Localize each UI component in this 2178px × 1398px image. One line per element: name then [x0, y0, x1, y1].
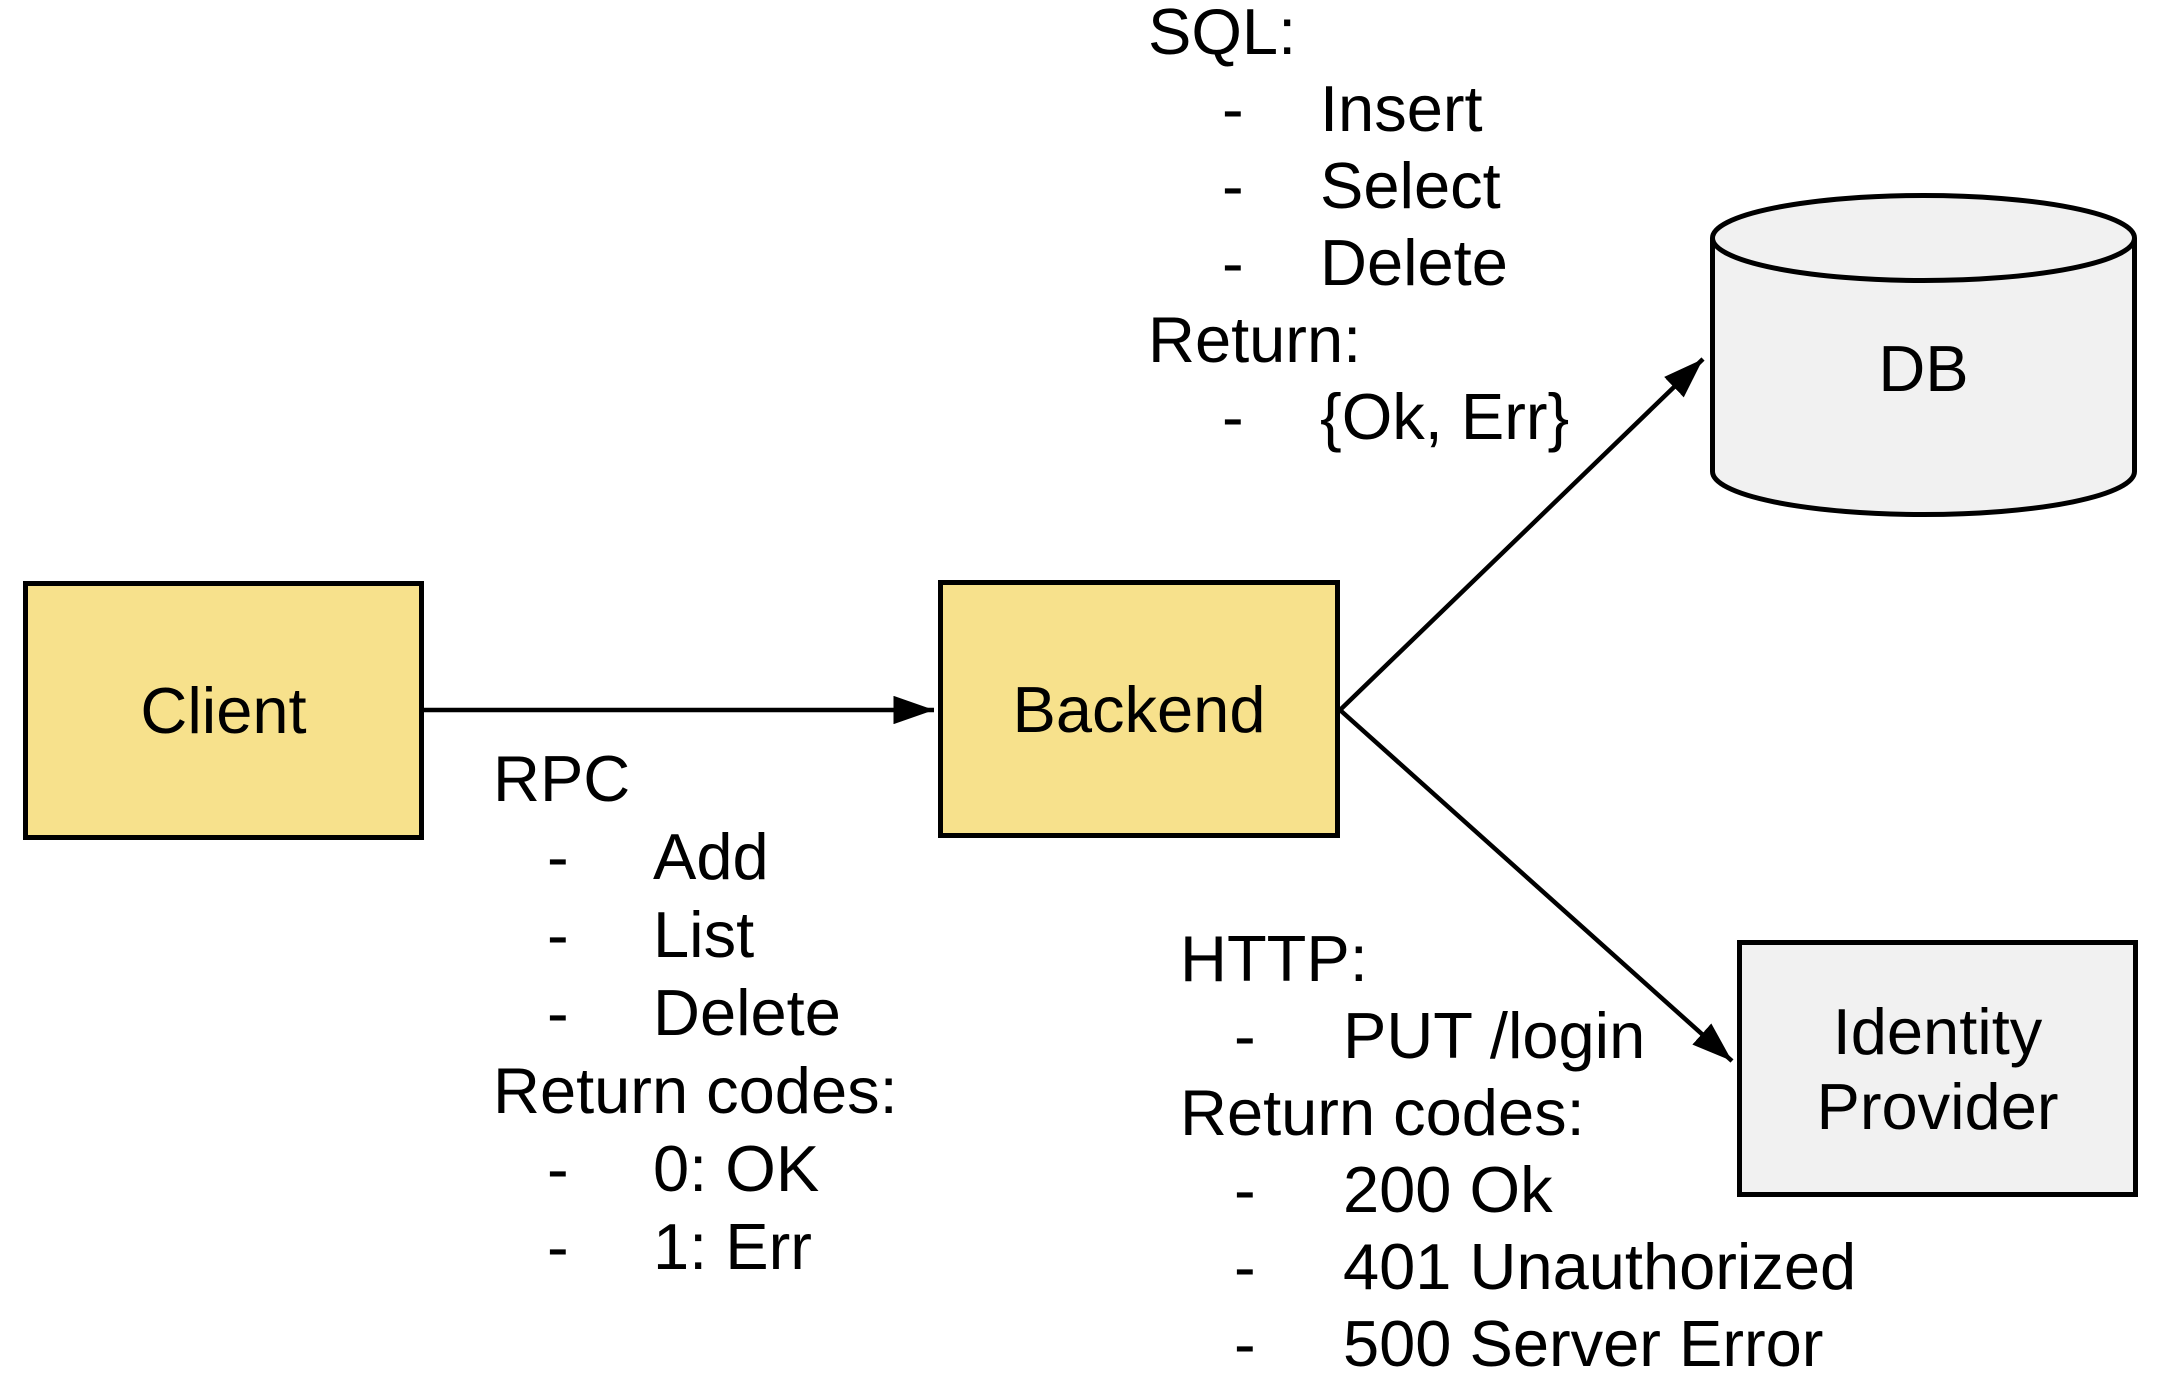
node-client: Client — [23, 581, 424, 840]
annotation-rpc: RPC - Add - List - Delete Return codes: … — [493, 740, 898, 1286]
bullet-dash: - — [1222, 226, 1244, 299]
bullet-dash: - — [1234, 1230, 1256, 1303]
rpc-item: - List — [493, 896, 898, 974]
rpc-return-item-text: 0: OK — [653, 1132, 820, 1205]
bullet-dash: - — [1234, 999, 1256, 1072]
sql-title: SQL: — [1148, 0, 1297, 68]
bullet-dash: - — [1222, 149, 1244, 222]
node-identity-provider: Identity Provider — [1737, 940, 2138, 1197]
bullet-dash: - — [547, 820, 569, 893]
http-return-item-text: 200 Ok — [1343, 1153, 1553, 1226]
bullet-dash: - — [547, 1132, 569, 1205]
rpc-return-item-text: 1: Err — [653, 1210, 812, 1283]
arrow-backend-to-db — [1338, 357, 1705, 712]
http-return-item: - 200 Ok — [1180, 1151, 1856, 1228]
rpc-return-item: - 1: Err — [493, 1208, 898, 1286]
rpc-item-text: Delete — [653, 976, 841, 1049]
node-client-label: Client — [140, 674, 307, 747]
annotation-http: HTTP: - PUT /login Return codes: - 200 O… — [1180, 920, 1856, 1382]
node-backend: Backend — [938, 580, 1340, 838]
sql-item: - Select — [1148, 147, 1569, 224]
http-return-item-text: 401 Unauthorized — [1343, 1230, 1857, 1303]
idp-label-line2: Provider — [1816, 1069, 2059, 1143]
bullet-dash: - — [1222, 380, 1244, 453]
annotation-sql: SQL: - Insert - Select - Delete Return: … — [1148, 0, 1569, 455]
arrow-backend-to-idp — [1338, 708, 1734, 1063]
bullet-dash: - — [1222, 72, 1244, 145]
rpc-item-text: Add — [653, 820, 769, 893]
bullet-dash: - — [1234, 1153, 1256, 1226]
http-title: HTTP: — [1180, 922, 1368, 995]
http-return-item: - 500 Server Error — [1180, 1305, 1856, 1382]
sql-return-item-text: {Ok, Err} — [1320, 380, 1570, 453]
rpc-return-title: Return codes: — [493, 1054, 898, 1127]
http-item-text: PUT /login — [1343, 999, 1646, 1072]
http-return-item-text: 500 Server Error — [1343, 1307, 1824, 1380]
sql-return-item: - {Ok, Err} — [1148, 378, 1569, 455]
idp-label-line1: Identity — [1832, 994, 2043, 1068]
db-cylinder-shape — [1710, 193, 2137, 517]
bullet-dash: - — [547, 976, 569, 1049]
node-backend-label: Backend — [1012, 672, 1266, 746]
node-db: DB — [1710, 193, 2137, 517]
rpc-return-item: - 0: OK — [493, 1130, 898, 1208]
rpc-item: - Delete — [493, 974, 898, 1052]
sql-item-text: Delete — [1320, 226, 1508, 299]
sql-item-text: Select — [1320, 149, 1501, 222]
sql-item: - Delete — [1148, 224, 1569, 301]
rpc-item: - Add — [493, 818, 898, 896]
bullet-dash: - — [1234, 1307, 1256, 1380]
sql-return-title: Return: — [1148, 303, 1362, 376]
sql-item: - Insert — [1148, 70, 1569, 147]
rpc-item-text: List — [653, 898, 755, 971]
sql-item-text: Insert — [1320, 72, 1483, 145]
node-db-label: DB — [1878, 332, 1969, 405]
http-return-item: - 401 Unauthorized — [1180, 1228, 1856, 1305]
http-item: - PUT /login — [1180, 997, 1856, 1074]
bullet-dash: - — [547, 1210, 569, 1283]
rpc-title: RPC — [493, 742, 631, 815]
bullet-dash: - — [547, 898, 569, 971]
node-identity-provider-label: Identity Provider — [1816, 994, 2058, 1144]
http-return-title: Return codes: — [1180, 1076, 1585, 1149]
